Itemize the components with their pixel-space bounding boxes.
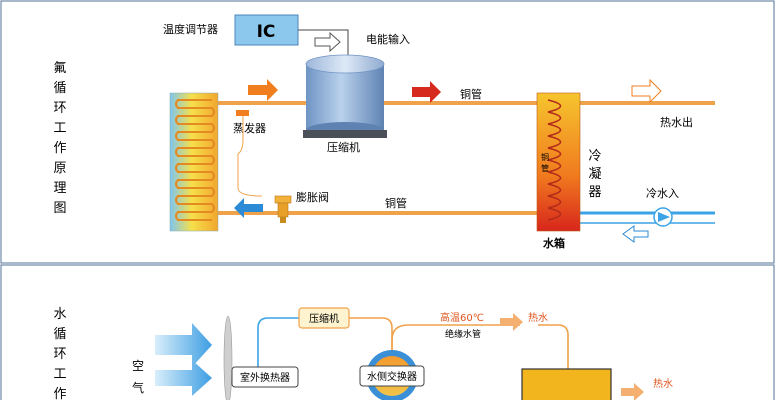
flow-arrow-red-icon xyxy=(412,81,441,103)
bottom-side-title-char: 作 xyxy=(53,387,66,400)
storage-tank xyxy=(521,368,612,400)
expansion-valve-stem xyxy=(280,217,286,223)
evaporator-coil xyxy=(175,99,215,221)
top-side-title-char: 循 xyxy=(53,81,66,96)
evaporator xyxy=(169,92,219,232)
insulated-pipe-label: 绝缘水管 xyxy=(445,328,481,340)
capillary-line xyxy=(237,116,263,197)
cold-water-return-arrow-icon xyxy=(622,225,649,243)
hot-water-label-1: 热水 xyxy=(528,311,548,324)
water-tank-label: 水箱 xyxy=(543,236,565,250)
power-input-label: 电能输入 xyxy=(366,32,410,46)
air-label-char: 空 xyxy=(132,359,144,373)
hot-water-flow-arrow-icon xyxy=(500,313,523,331)
outdoor-exchanger-label: 室外换热器 xyxy=(240,371,290,384)
bottom-side-title-char: 水 xyxy=(53,307,66,322)
power-input-arrow-icon xyxy=(314,31,341,53)
expansion-valve-top xyxy=(274,195,292,204)
tank-copper-label: 管 xyxy=(541,163,549,173)
hot-water-out-flow-arrow-icon xyxy=(621,383,644,400)
evaporator-label: 蒸发器 xyxy=(233,121,266,135)
copper-pipe-top-label: 铜管 xyxy=(460,87,482,101)
fan-blade-icon xyxy=(223,315,233,400)
water-tank-body xyxy=(536,92,581,232)
water-pump-triangle-icon xyxy=(658,212,670,222)
condenser-label-char: 器 xyxy=(588,185,601,200)
condenser-coil xyxy=(547,99,562,221)
bottom-panel: 水 循 环 工 作 空 气 压缩机 室外换热器 水侧交换器 高温60℃ xyxy=(0,264,775,400)
ic-signal-line xyxy=(298,29,349,55)
air-flow-arrow-icon xyxy=(155,360,212,396)
top-side-title-char: 环 xyxy=(53,101,66,116)
top-panel: 氟 循 环 工 作 原 理 图 蒸发器 温度调节器 IC xyxy=(0,0,775,264)
tank-copper-label: 铜 xyxy=(541,152,549,162)
top-side-title-char: 作 xyxy=(53,141,66,156)
compressor-box-label: 压缩机 xyxy=(309,312,339,325)
top-panel-border xyxy=(0,0,775,264)
insulated-water-pipe xyxy=(391,324,520,350)
refrigerant-pipe xyxy=(257,317,299,380)
water-side-exchanger-label: 水侧交换器 xyxy=(367,370,417,383)
top-side-title: 氟 循 环 工 作 原 理 图 xyxy=(53,61,66,216)
high-temp-label: 高温60℃ xyxy=(440,311,484,324)
compressor-body xyxy=(306,64,384,130)
evaporator-body xyxy=(169,92,219,232)
top-side-title-char: 理 xyxy=(53,181,66,196)
condenser-label-char: 凝 xyxy=(588,166,601,182)
outdoor-exchanger xyxy=(231,366,299,388)
compressor-label: 压缩机 xyxy=(327,140,360,154)
compressor-top xyxy=(305,54,385,74)
bottom-side-title-char: 环 xyxy=(53,347,66,362)
hot-water-out-label: 热水出 xyxy=(660,115,693,129)
hot-refrigerant-pipe xyxy=(349,317,393,357)
copper-pipe-bottom-label: 铜管 xyxy=(385,196,407,210)
water-tank: 铜 管 xyxy=(536,92,581,232)
compressor-base xyxy=(303,130,387,138)
flow-arrow-blue-icon xyxy=(234,198,263,218)
top-side-title-char: 工 xyxy=(53,121,66,136)
compressor-box xyxy=(298,307,350,329)
ic-box-label: IC xyxy=(257,22,276,42)
bottom-side-title-char: 工 xyxy=(53,367,66,382)
hot-water-pipe xyxy=(538,324,569,369)
expansion-valve-body xyxy=(277,202,289,218)
expansion-valve-label: 膨胀阀 xyxy=(296,190,329,204)
water-side-exchanger-box xyxy=(359,365,425,387)
bottom-side-title-char: 循 xyxy=(53,327,66,342)
temp-regulator-label: 温度调节器 xyxy=(163,22,218,36)
flow-arrow-orange-icon xyxy=(248,79,278,101)
cold-water-in-label: 冷水入 xyxy=(646,187,679,200)
air-flow-arrow-icon xyxy=(155,323,212,367)
condenser-label-char: 冷 xyxy=(588,149,601,164)
hot-water-label-2: 热水 xyxy=(653,377,673,390)
air-label-char: 气 xyxy=(132,380,144,395)
top-side-title-char: 氟 xyxy=(53,61,66,76)
evaporator-sensor xyxy=(236,110,249,116)
bottom-side-title: 水 循 环 工 作 xyxy=(53,307,66,400)
top-side-title-char: 图 xyxy=(53,201,66,216)
ic-box xyxy=(234,14,299,46)
top-side-title-char: 原 xyxy=(53,161,66,176)
hot-water-out-arrow-icon xyxy=(631,78,662,104)
compressor xyxy=(303,54,387,138)
